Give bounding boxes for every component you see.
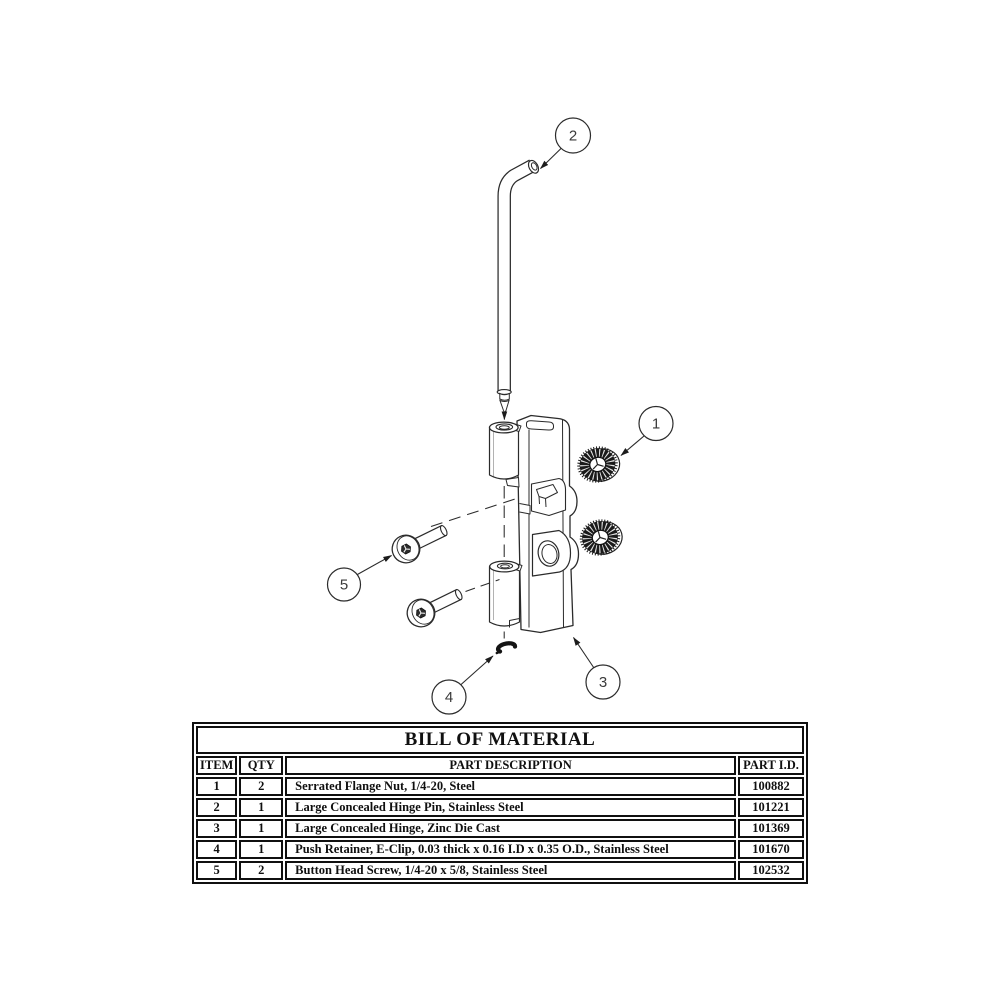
hinge-top-slot xyxy=(526,420,554,431)
hinge-pin xyxy=(496,159,540,421)
bom-header-qty: QTY xyxy=(239,756,284,775)
callout-4: 4 xyxy=(431,655,494,715)
hinge-left-step xyxy=(519,503,531,515)
hinge-boss-hole-inner xyxy=(541,544,558,564)
bom-row-1: 1 2 Serrated Flange Nut, 1/4-20, Steel 1… xyxy=(196,777,804,796)
bom-part-id: 102532 xyxy=(738,861,804,880)
bom-item: 2 xyxy=(196,798,238,817)
callout-1-number: 1 xyxy=(652,416,660,433)
callout-1: 1 xyxy=(620,405,674,456)
bom-row-4: 4 1 Push Retainer, E-Clip, 0.03 thick x … xyxy=(196,840,804,859)
bom-row-3: 3 1 Large Concealed Hinge, Zinc Die Cast… xyxy=(196,819,804,838)
serrated-flange-nut-1 xyxy=(575,443,623,487)
serrated-flange-nut-2 xyxy=(577,516,625,560)
callouts: 1 2 3 4 5 xyxy=(326,117,674,715)
callout-5: 5 xyxy=(326,555,393,602)
bom-part-id: 101369 xyxy=(738,819,804,838)
bill-of-material-table: BILL OF MATERIAL ITEM QTY PART DESCRIPTI… xyxy=(192,722,808,884)
assembly-centerlines xyxy=(430,486,517,645)
hinge-body xyxy=(488,414,580,634)
hinge-lower-knuckle xyxy=(488,560,523,628)
pin-end-cap xyxy=(527,159,540,174)
pin-neck xyxy=(499,392,510,401)
bom-description: Push Retainer, E-Clip, 0.03 thick x 0.16… xyxy=(285,840,737,859)
callout-5-number: 5 xyxy=(340,577,348,594)
hinge-plate-outline xyxy=(516,414,580,634)
button-head-screw-2 xyxy=(401,580,468,633)
bom-row-2: 2 1 Large Concealed Hinge Pin, Stainless… xyxy=(196,798,804,817)
callout-2: 2 xyxy=(540,117,592,169)
bom-item: 3 xyxy=(196,819,238,838)
bom-header-item: ITEM xyxy=(196,756,238,775)
bom-qty: 1 xyxy=(239,840,284,859)
bom-part-id: 100882 xyxy=(738,777,804,796)
bom-qty: 2 xyxy=(239,777,284,796)
bom-description: Button Head Screw, 1/4-20 x 5/8, Stainle… xyxy=(285,861,737,880)
e-clip-retainer xyxy=(495,641,518,655)
button-head-screw-1 xyxy=(386,516,453,569)
bom-item: 1 xyxy=(196,777,238,796)
bom-qty: 1 xyxy=(239,819,284,838)
bom-item: 4 xyxy=(196,840,238,859)
bom-header-part-id: PART I.D. xyxy=(738,756,804,775)
bom-description: Large Concealed Hinge, Zinc Die Cast xyxy=(285,819,737,838)
bom-item: 5 xyxy=(196,861,238,880)
bom-part-id: 101221 xyxy=(738,798,804,817)
hinge-plate-edges xyxy=(528,419,564,628)
bom-part-id: 101670 xyxy=(738,840,804,859)
bom-row-5: 5 2 Button Head Screw, 1/4-20 x 5/8, Sta… xyxy=(196,861,804,880)
bom-qty: 2 xyxy=(239,861,284,880)
callout-3: 3 xyxy=(573,636,621,700)
bom-description: Serrated Flange Nut, 1/4-20, Steel xyxy=(285,777,737,796)
screw2-axis-dashed xyxy=(465,579,500,592)
bom-header-description: PART DESCRIPTION xyxy=(285,756,737,775)
callout-4-number: 4 xyxy=(445,689,453,706)
pin-taper-tip xyxy=(499,399,510,413)
callout-3-number: 3 xyxy=(599,674,607,691)
screw1-axis-dashed xyxy=(430,498,517,527)
bom-title: BILL OF MATERIAL xyxy=(196,726,804,754)
bom-qty: 1 xyxy=(239,798,284,817)
hinge-upper-tab xyxy=(536,484,558,508)
bom-title-row: BILL OF MATERIAL xyxy=(196,726,804,754)
hinge-upper-knuckle xyxy=(488,421,522,488)
pin-rod-fill xyxy=(498,160,536,392)
bom-description: Large Concealed Hinge Pin, Stainless Ste… xyxy=(285,798,737,817)
callout-2-number: 2 xyxy=(569,128,577,145)
bom-header-row: ITEM QTY PART DESCRIPTION PART I.D. xyxy=(196,756,804,775)
